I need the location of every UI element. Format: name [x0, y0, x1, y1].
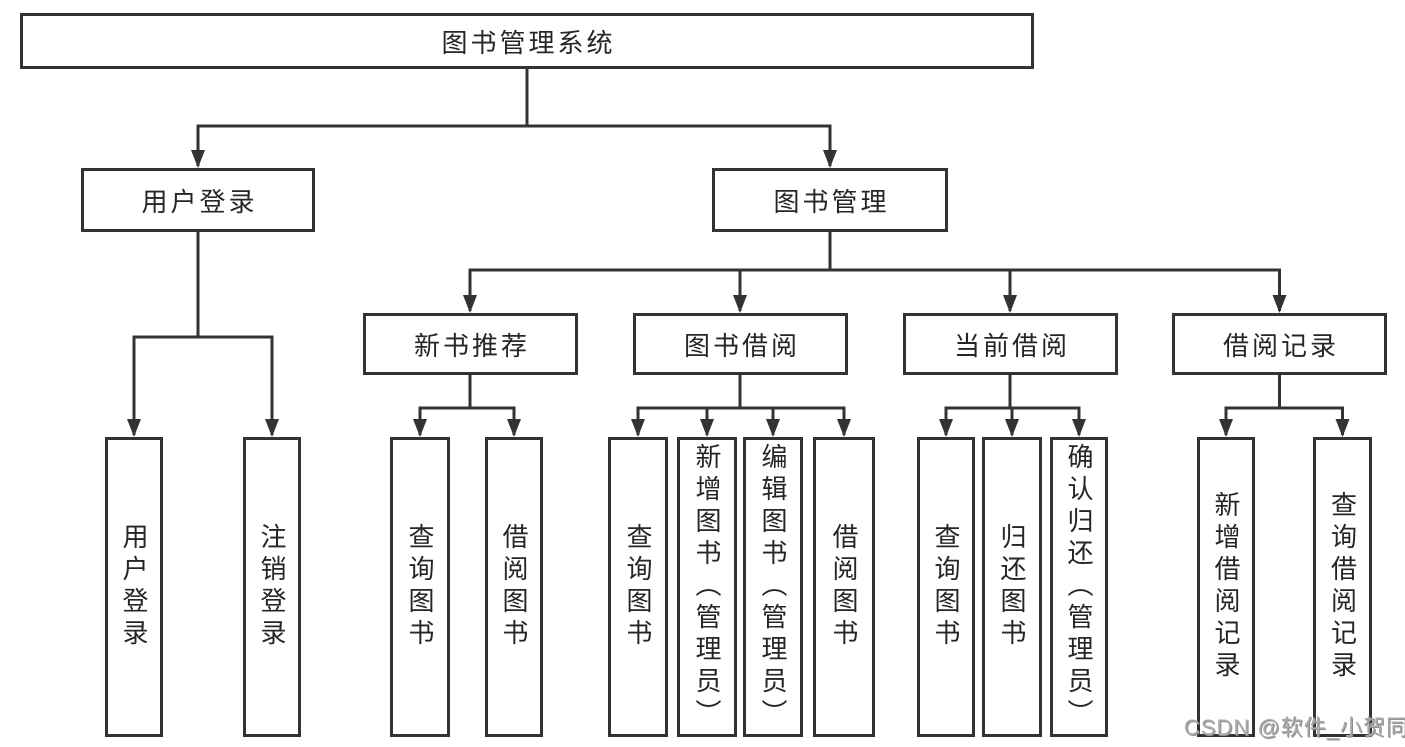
node-label: 查询借阅记录 [1327, 491, 1358, 683]
node-book-management: 图书管理 [712, 168, 948, 232]
leaf-confirm-return-admin: 确认归还（管理员） [1050, 437, 1108, 737]
leaf-query-borrow-record: 查询借阅记录 [1313, 437, 1372, 737]
node-label: 新增借阅记录 [1211, 491, 1241, 683]
node-label: 查询图书 [405, 523, 435, 651]
node-borrow-records: 借阅记录 [1172, 313, 1387, 375]
node-label: 用户登录 [141, 186, 258, 217]
leaf-return-books: 归还图书 [982, 437, 1042, 737]
node-label: 查询图书 [623, 523, 653, 651]
node-user-login: 用户登录 [81, 168, 315, 232]
leaf-edit-books-admin: 编辑图书（管理员） [743, 437, 803, 737]
node-label: 注销登录 [257, 523, 287, 651]
leaf-add-books-admin: 新增图书（管理员） [677, 437, 737, 737]
node-label: 确认归还（管理员） [1064, 443, 1094, 731]
leaf-query-books-recommend: 查询图书 [390, 437, 450, 737]
leaf-borrow-books: 借阅图书 [813, 437, 875, 737]
node-label: 新增图书（管理员） [692, 443, 722, 731]
node-system-root: 图书管理系统 [20, 13, 1034, 69]
leaf-logout: 注销登录 [243, 437, 301, 737]
node-book-borrow: 图书借阅 [633, 313, 848, 375]
node-label: 查询图书 [931, 523, 961, 651]
node-label: 图书管理系统 [441, 27, 616, 58]
node-label: 归还图书 [997, 523, 1027, 651]
node-label: 新书推荐 [413, 330, 530, 361]
node-label: 当前借阅 [953, 330, 1070, 361]
leaf-query-books-borrow: 查询图书 [608, 437, 668, 737]
node-label: 用户登录 [119, 523, 149, 651]
leaf-borrow-books-recommend: 借阅图书 [485, 437, 543, 737]
leaf-user-login: 用户登录 [105, 437, 163, 737]
node-label: 图书管理 [773, 186, 890, 217]
node-new-book-recommend: 新书推荐 [363, 313, 578, 375]
leaf-add-borrow-record: 新增借阅记录 [1197, 437, 1255, 737]
node-label: 图书借阅 [683, 330, 800, 361]
csdn-watermark: CSDN @软件_小贺同学 [1184, 715, 1405, 740]
node-label: 编辑图书（管理员） [758, 443, 788, 731]
node-current-borrow: 当前借阅 [903, 313, 1118, 375]
leaf-query-books-current: 查询图书 [917, 437, 975, 737]
node-label: 借阅图书 [499, 523, 529, 651]
node-label: 借阅记录 [1222, 330, 1339, 361]
node-label: 借阅图书 [829, 523, 859, 651]
